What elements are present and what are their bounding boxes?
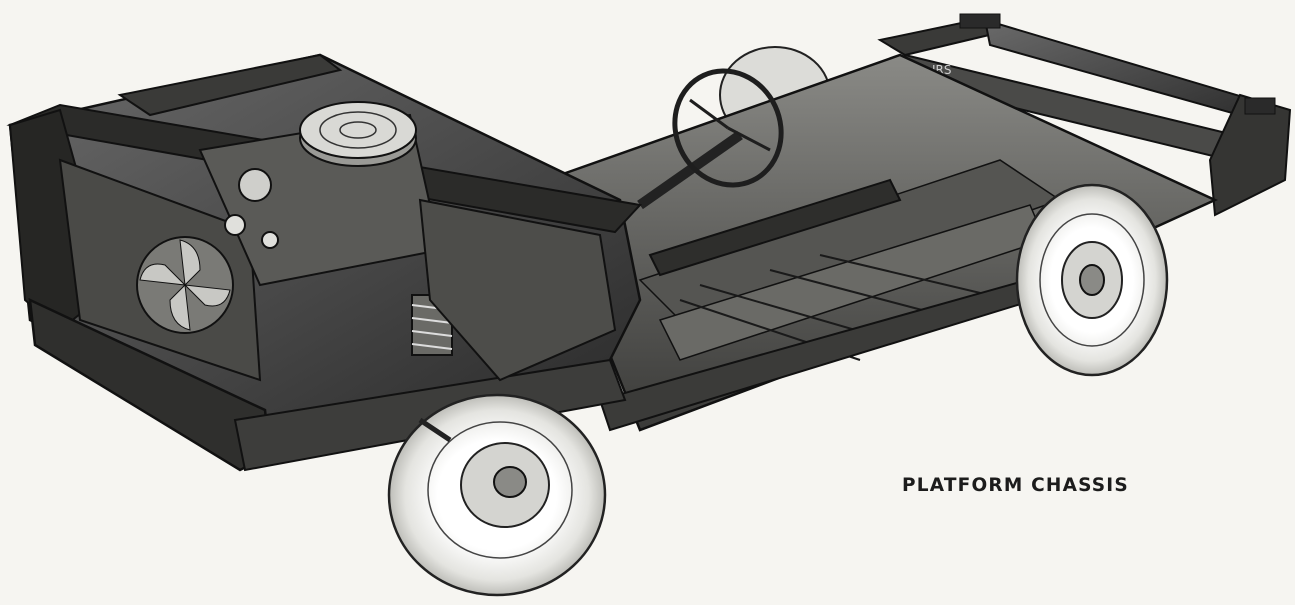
steering-wheel — [637, 68, 784, 210]
floor-pan — [558, 53, 1218, 432]
radiator-fan — [136, 236, 234, 334]
rear-frame-rails: IRS — [877, 13, 1292, 217]
air-cleaner — [299, 101, 417, 167]
rear-right-wheel — [1015, 183, 1169, 377]
front-right-wheel — [387, 393, 607, 597]
engine-bay — [6, 53, 642, 472]
chassis-caption: PLATFORM CHASSIS — [902, 475, 1129, 496]
